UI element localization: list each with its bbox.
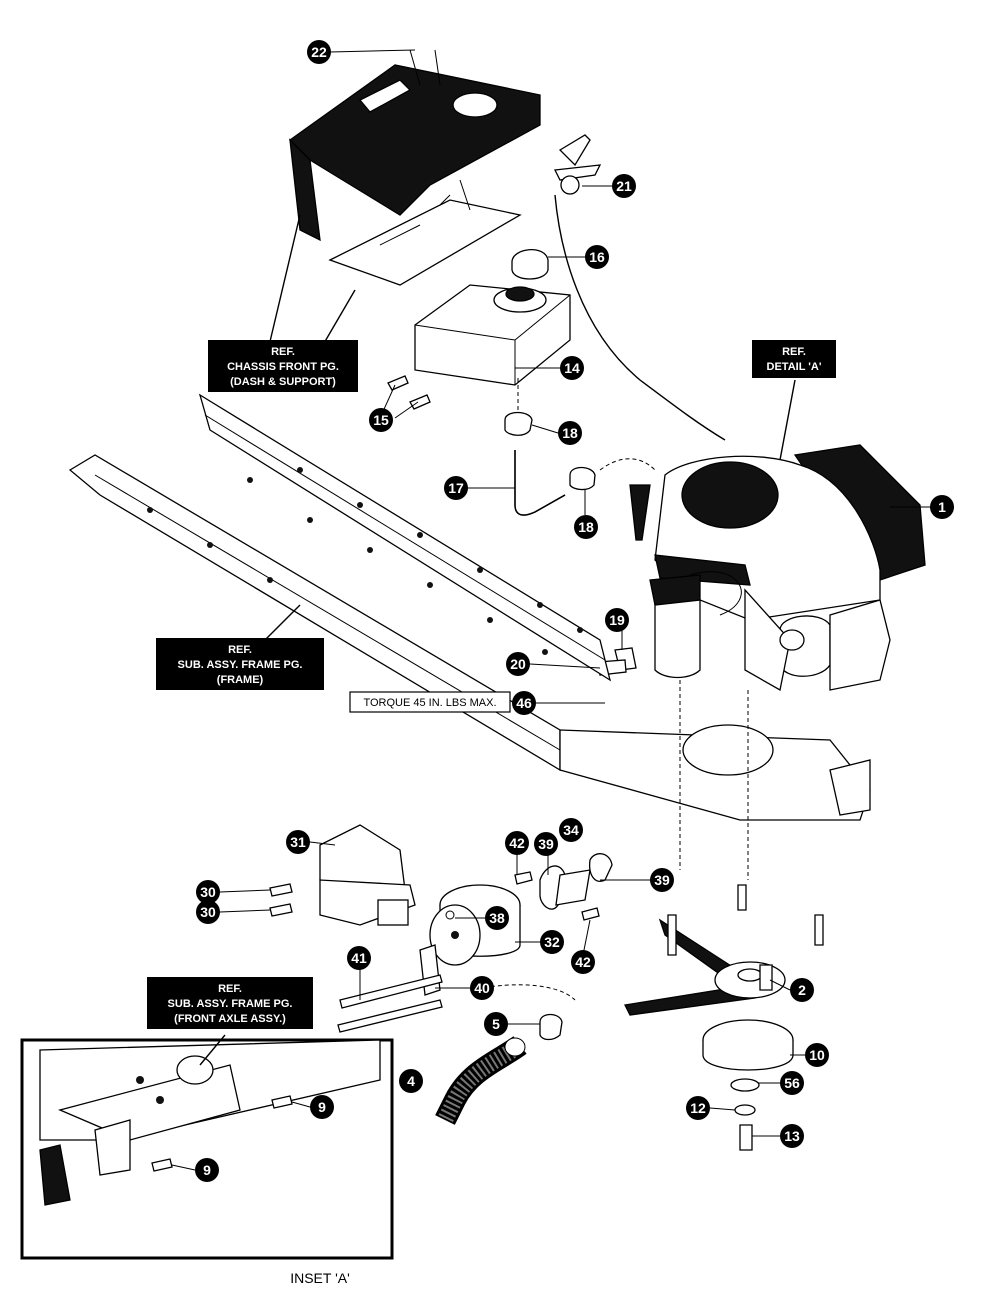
svg-text:SUB. ASSY. FRAME PG.: SUB. ASSY. FRAME PG. [178,659,303,671]
svg-text:18: 18 [562,425,578,441]
engine-drawing [597,444,926,692]
callout-40: 40 [470,976,494,1000]
callout-32: 32 [540,930,564,954]
callout-14: 14 [560,356,584,380]
callout-1: 1 [930,495,954,519]
callout-18-lower: 18 [574,515,598,539]
ref-box-detail: REF. DETAIL 'A' [752,340,836,378]
svg-text:41: 41 [351,950,367,966]
svg-text:39: 39 [538,836,554,852]
callout-34: 34 [559,818,583,842]
callout-18-upper: 18 [558,421,582,445]
svg-text:38: 38 [489,910,505,926]
svg-text:(DASH & SUPPORT): (DASH & SUPPORT) [230,376,336,388]
callout-17: 17 [444,476,468,500]
callout-9-lower: 9 [195,1158,219,1182]
ref-box-frame: REF. SUB. ASSY. FRAME PG. (FRAME) [156,638,324,690]
svg-text:46: 46 [516,695,532,711]
svg-text:39: 39 [654,872,670,888]
callout-13: 13 [780,1124,804,1148]
svg-text:56: 56 [784,1075,800,1091]
callout-2: 2 [790,978,814,1002]
callout-12: 12 [686,1096,710,1120]
svg-text:30: 30 [200,904,216,920]
svg-text:30: 30 [200,884,216,900]
ref-box-chassis: REF. CHASSIS FRONT PG. (DASH & SUPPORT) [208,340,358,392]
svg-text:REF.: REF. [228,644,252,656]
svg-text:21: 21 [616,178,632,194]
svg-text:42: 42 [575,954,591,970]
svg-text:18: 18 [578,519,594,535]
svg-text:(FRAME): (FRAME) [217,674,264,686]
callout-39-upper: 39 [534,832,558,856]
svg-text:REF.: REF. [218,983,242,995]
lower-assembly-drawing [269,824,824,1151]
svg-text:SUB. ASSY. FRAME PG.: SUB. ASSY. FRAME PG. [168,998,293,1010]
svg-text:14: 14 [564,360,580,376]
callout-15: 15 [369,408,393,432]
svg-text:4: 4 [407,1073,415,1089]
svg-text:31: 31 [290,834,306,850]
svg-text:TORQUE 45 IN. LBS MAX.: TORQUE 45 IN. LBS MAX. [363,697,496,709]
svg-text:REF.: REF. [271,346,295,358]
svg-text:20: 20 [510,656,526,672]
svg-text:1: 1 [938,499,946,515]
inset-label: INSET 'A' [290,1270,350,1286]
svg-text:DETAIL 'A': DETAIL 'A' [767,361,822,373]
svg-text:13: 13 [784,1128,800,1144]
callout-9-upper: 9 [310,1095,334,1119]
callout-5: 5 [484,1012,508,1036]
svg-text:34: 34 [563,822,579,838]
callout-42-lower: 42 [571,950,595,974]
svg-text:REF.: REF. [782,346,806,358]
callout-46: 46 [512,691,536,715]
svg-text:15: 15 [373,412,389,428]
callout-56: 56 [780,1071,804,1095]
callout-38: 38 [485,906,509,930]
svg-text:9: 9 [318,1099,326,1115]
callout-42-upper: 42 [505,831,529,855]
svg-text:32: 32 [544,934,560,950]
svg-text:22: 22 [311,44,327,60]
svg-text:17: 17 [448,480,464,496]
svg-text:2: 2 [798,982,806,998]
svg-text:10: 10 [809,1047,825,1063]
throttle-control-drawing [554,134,726,441]
inset-a-drawing [20,1038,394,1260]
dash-panel-drawing [288,49,541,286]
svg-text:16: 16 [589,249,605,265]
callout-31: 31 [286,830,310,854]
svg-text:12: 12 [690,1100,706,1116]
callout-4: 4 [399,1069,423,1093]
callout-39-lower: 39 [650,868,674,892]
callout-41: 41 [347,946,371,970]
callout-30-lower: 30 [196,900,220,924]
callout-20: 20 [506,652,530,676]
svg-text:42: 42 [509,835,525,851]
callout-22: 22 [307,40,331,64]
frame-rails-drawing [68,393,871,880]
callout-19: 19 [605,608,629,632]
svg-text:40: 40 [474,980,490,996]
callout-30-upper: 30 [196,880,220,904]
svg-text:19: 19 [609,612,625,628]
ref-box-front-axle: REF. SUB. ASSY. FRAME PG. (FRONT AXLE AS… [147,977,313,1029]
callout-16: 16 [585,245,609,269]
svg-text:CHASSIS FRONT PG.: CHASSIS FRONT PG. [227,361,339,373]
svg-text:5: 5 [492,1016,500,1032]
leader-lines [171,49,930,1171]
torque-note: TORQUE 45 IN. LBS MAX. [349,691,511,713]
svg-text:9: 9 [203,1162,211,1178]
callout-10: 10 [805,1043,829,1067]
fuel-tank-drawing [387,249,656,516]
callout-21: 21 [612,174,636,198]
svg-text:(FRONT AXLE ASSY.): (FRONT AXLE ASSY.) [174,1013,286,1025]
